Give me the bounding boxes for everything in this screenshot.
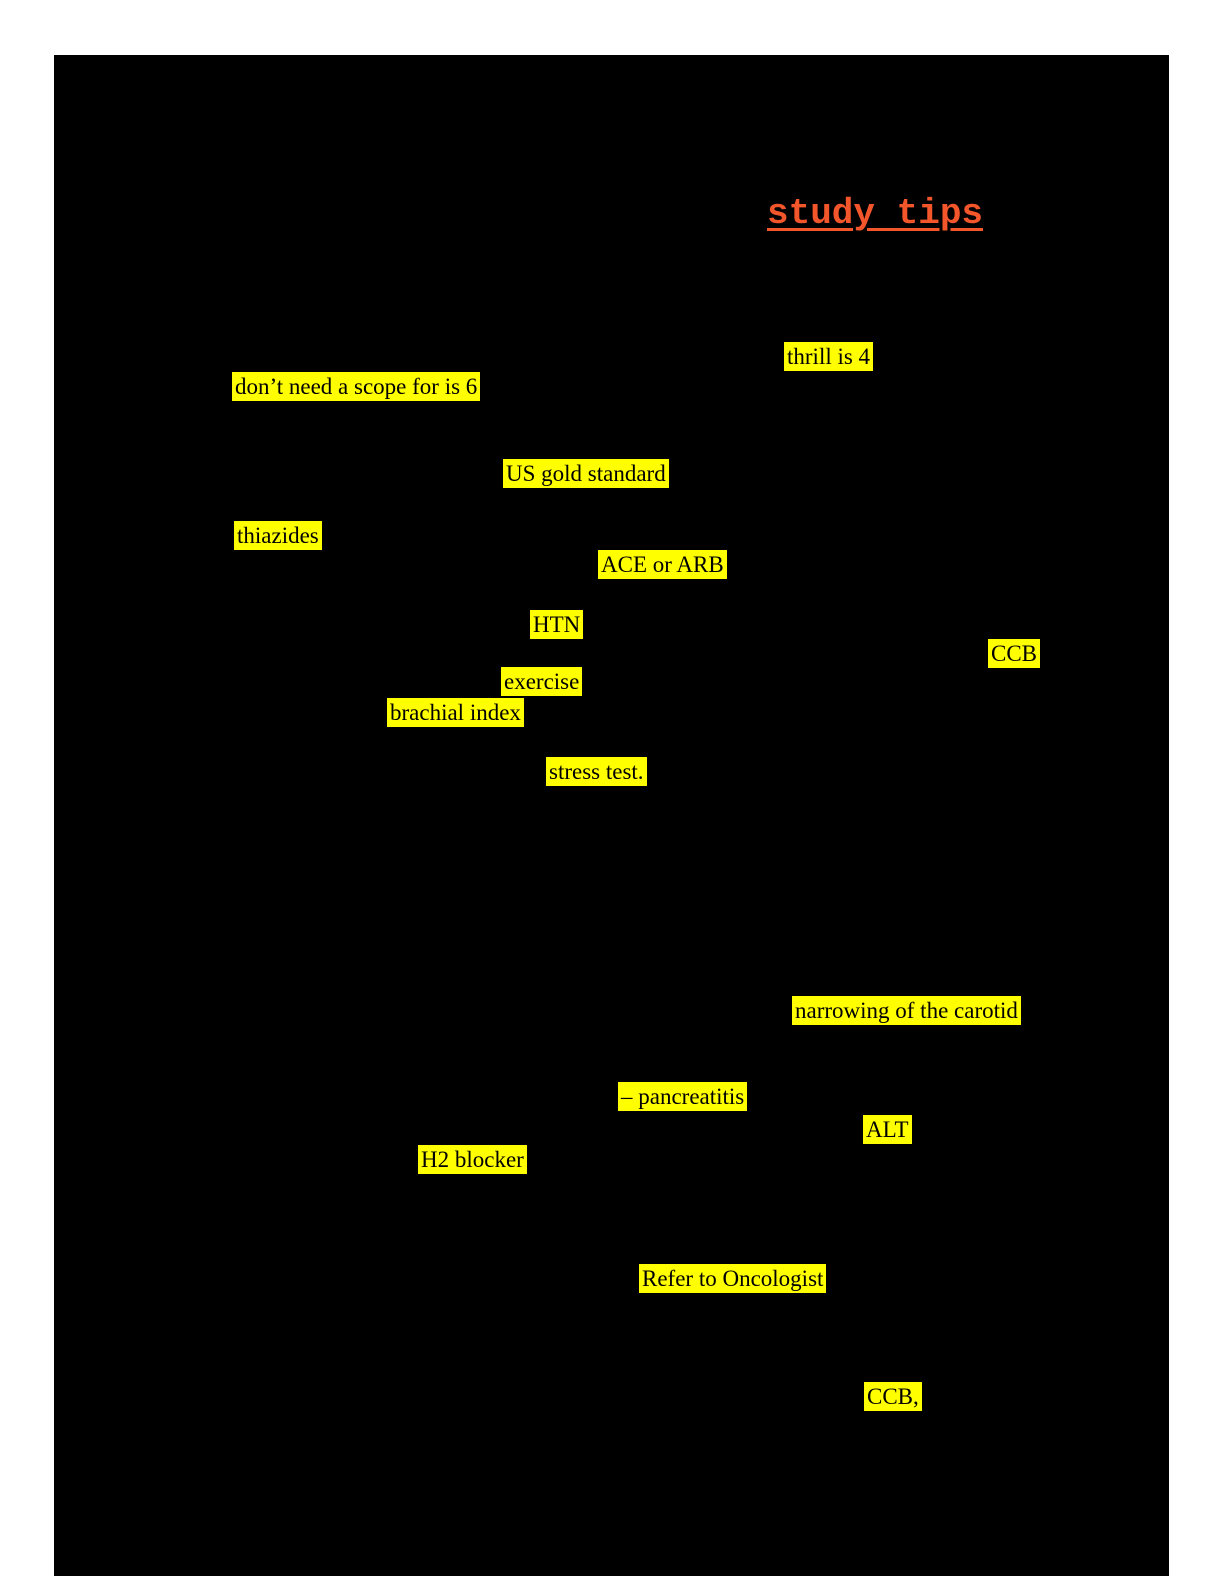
- highlight-us-gold-standard: US gold standard: [503, 459, 669, 488]
- highlight-scope-for-is-6: don’t need a scope for is 6: [232, 372, 481, 401]
- highlight-pancreatitis: – pancreatitis: [618, 1082, 748, 1111]
- highlight-htn: HTN: [530, 610, 584, 639]
- highlight-thrill-is-4: thrill is 4: [784, 342, 874, 371]
- highlight-refer-to-oncologist: Refer to Oncologist: [639, 1264, 827, 1293]
- highlight-stress-test: stress test.: [546, 757, 647, 786]
- highlight-alt: ALT: [863, 1115, 912, 1144]
- document-page: study tips thrill is 4 don’t need a scop…: [54, 55, 1169, 1576]
- highlight-narrowing-of-carotid: narrowing of the carotid: [792, 996, 1021, 1025]
- highlight-ccb-2: CCB,: [864, 1382, 922, 1411]
- page-title: study tips: [767, 193, 984, 234]
- highlight-brachial-index: brachial index: [387, 698, 524, 727]
- highlight-h2-blocker: H2 blocker: [418, 1145, 527, 1174]
- highlight-ace-or-arb: ACE or ARB: [598, 550, 727, 579]
- highlight-ccb: CCB: [988, 639, 1041, 668]
- highlight-exercise: exercise: [501, 667, 583, 696]
- highlight-thiazides: thiazides: [234, 521, 322, 550]
